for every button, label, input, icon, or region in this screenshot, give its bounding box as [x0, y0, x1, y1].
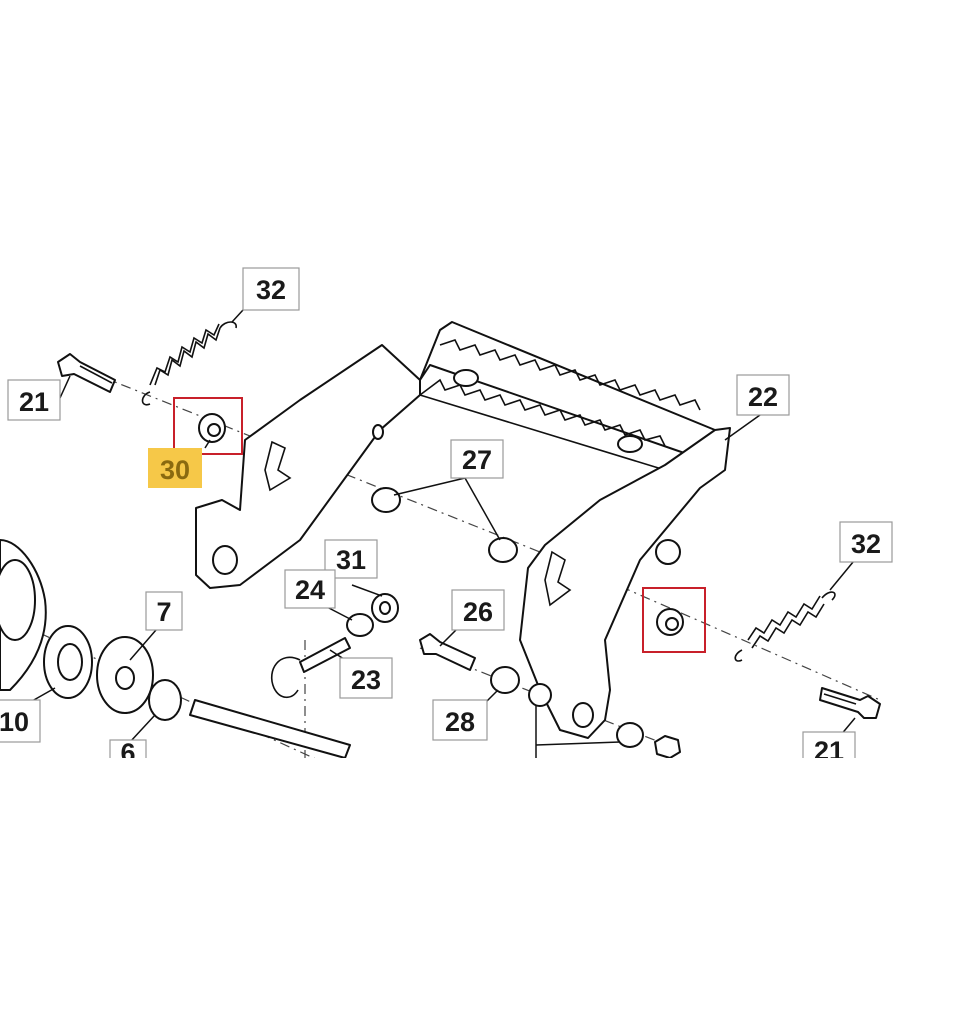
callout-27[interactable]: 27 — [450, 439, 504, 479]
svg-text:27: 27 — [462, 445, 492, 475]
svg-text:22: 22 — [748, 382, 778, 412]
svg-text:23: 23 — [351, 665, 381, 695]
callout-24[interactable]: 24 — [284, 569, 336, 609]
bracket-frame-part-22 — [195, 321, 731, 739]
svg-text:28: 28 — [445, 707, 475, 737]
callout-10[interactable]: 10 — [0, 699, 41, 743]
svg-text:32: 32 — [256, 275, 286, 305]
svg-text:10: 10 — [0, 707, 29, 737]
svg-text:26: 26 — [463, 597, 493, 627]
callout-28[interactable]: 28 — [432, 699, 488, 741]
callout-30-highlighted[interactable]: 30 — [148, 448, 202, 488]
svg-text:30: 30 — [160, 455, 190, 485]
callout-22[interactable]: 22 — [736, 374, 790, 416]
selection-box-left — [173, 397, 243, 455]
callout-26[interactable]: 26 — [451, 589, 505, 631]
callout-21a[interactable]: 21 — [7, 379, 61, 421]
selection-box-right — [642, 587, 706, 653]
svg-text:21: 21 — [19, 387, 49, 417]
svg-text:32: 32 — [851, 529, 881, 559]
callout-32a[interactable]: 32 — [242, 267, 300, 311]
svg-text:24: 24 — [295, 575, 325, 605]
callout-23[interactable]: 23 — [339, 657, 393, 699]
callout-7[interactable]: 7 — [145, 591, 183, 631]
svg-text:31: 31 — [336, 545, 366, 575]
lower-blank-area — [0, 758, 958, 1024]
callout-32b[interactable]: 32 — [839, 521, 893, 563]
hardware-parts — [0, 321, 881, 759]
svg-text:7: 7 — [156, 597, 171, 627]
